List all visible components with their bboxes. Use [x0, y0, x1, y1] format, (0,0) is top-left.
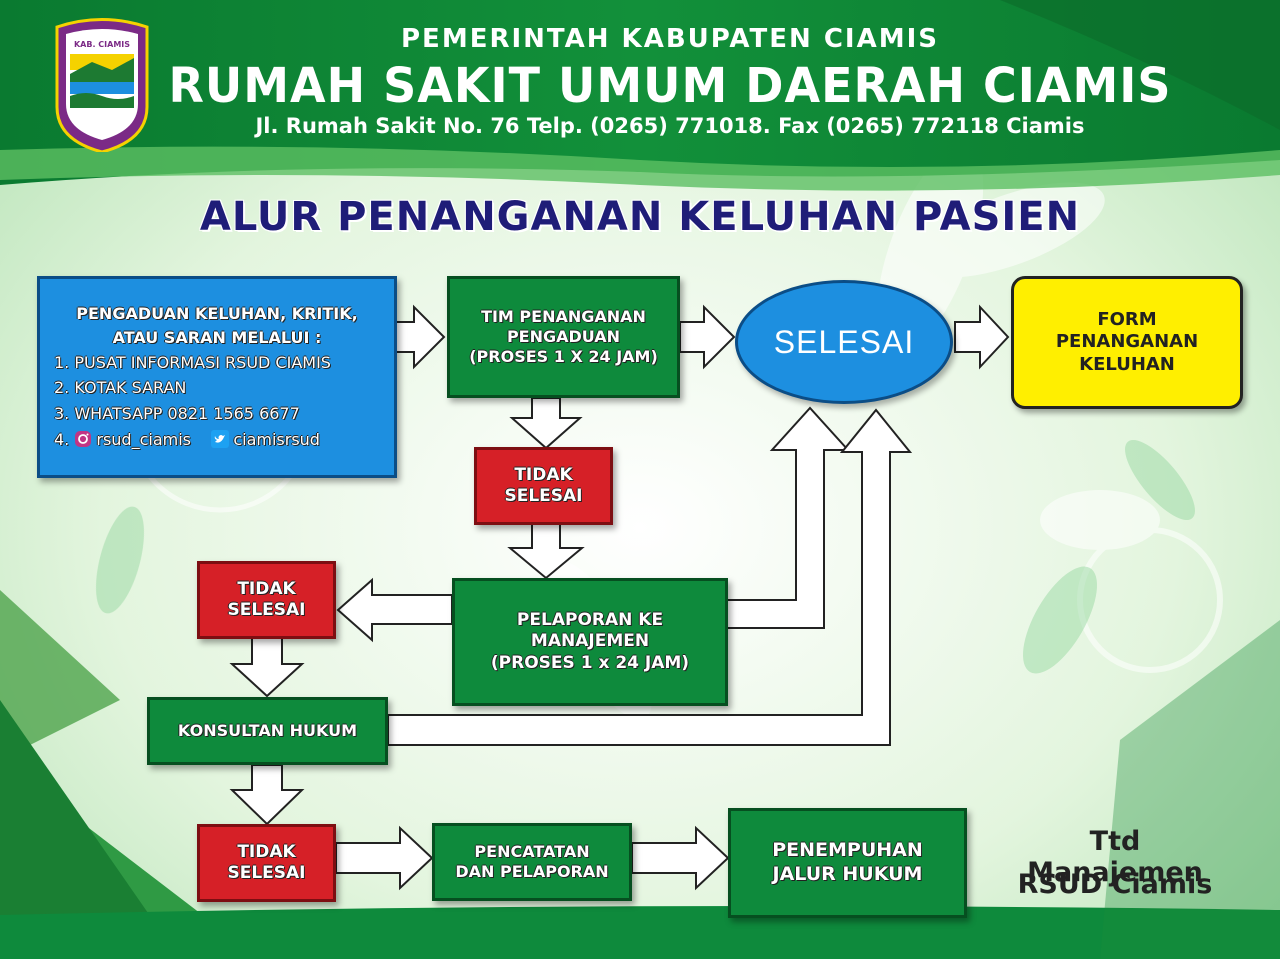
recording-reporting-line1: PENCATATAN	[474, 842, 590, 861]
complaint-team-line3: (PROSES 1 X 24 JAM)	[469, 347, 658, 366]
channel-item-4: 4. rsud_ciamis ciamisrsud	[54, 427, 320, 453]
arrow-pelaporan-to-selesai	[725, 406, 851, 629]
arrow-selesai-to-form	[954, 304, 1010, 370]
arrow-pencatatan-to-penempuhan	[631, 825, 730, 891]
channels-heading-line1: PENGADUAN KELUHAN, KRITIK,	[76, 303, 358, 323]
not-resolved-3-line1: TIDAK	[237, 841, 296, 862]
hospital-address: Jl. Rumah Sakit No. 76 Telp. (0265) 7710…	[255, 114, 1085, 138]
legal-route-line1: PENEMPUHAN	[772, 839, 923, 862]
not-resolved-1-line2: SELESAI	[504, 486, 583, 506]
management-report-line1: PELAPORAN KE	[516, 610, 664, 631]
arrow-tidak2-to-konsultan	[229, 637, 305, 698]
arrow-konsultan-to-selesai	[387, 408, 913, 746]
complaint-team-box: TIM PENANGANAN PENGADUAN (PROSES 1 X 24 …	[447, 276, 680, 398]
signature-line1: Ttd Manajemen	[1027, 826, 1203, 888]
arrow-pelaporan-to-tidak2	[336, 577, 453, 643]
instagram-icon	[75, 430, 92, 447]
complaint-form-line3: KELUHAN	[1079, 353, 1175, 375]
arrow-tim-to-selesai	[679, 304, 736, 370]
recording-reporting-line2: DAN PELAPORAN	[455, 862, 609, 881]
complaint-channels-box: PENGADUAN KELUHAN, KRITIK, ATAU SARAN ME…	[37, 276, 397, 478]
svg-text:KAB. CIAMIS: KAB. CIAMIS	[74, 40, 130, 49]
arrow-source-to-tim	[395, 304, 446, 370]
channel-item-1: 1. PUSAT INFORMASI RSUD CIAMIS	[54, 352, 331, 372]
arrow-tidak1-to-pelaporan	[507, 523, 585, 580]
complaint-form-line2: PENANGANAN	[1055, 331, 1199, 353]
selesai-node: SELESAI	[735, 280, 953, 404]
not-resolved-2-line1: TIDAK	[237, 578, 296, 599]
not-resolved-box-3: TIDAK SELESAI	[197, 824, 336, 902]
legal-consultant-label: KONSULTAN HUKUM	[177, 721, 358, 740]
arrow-tidak3-to-pencatatan	[335, 825, 434, 891]
instagram-handle: rsud_ciamis	[96, 429, 191, 449]
channel-item-2: 2. KOTAK SARAN	[54, 378, 187, 398]
legal-route-line2: JALUR HUKUM	[772, 863, 923, 885]
complaint-form-line1: FORM	[1097, 308, 1157, 330]
channel-item-3: 3. WHATSAPP 0821 1565 6677	[54, 404, 300, 423]
channel-item-4-prefix: 4.	[54, 429, 70, 449]
not-resolved-1-line1: TIDAK	[514, 464, 573, 485]
complaint-team-line1: TIM PENANGANAN	[481, 307, 646, 326]
not-resolved-box-2: TIDAK SELESAI	[197, 561, 336, 639]
page-title: ALUR PENANGANAN KELUHAN PASIEN	[199, 194, 1081, 240]
arrow-konsultan-to-tidak3	[229, 764, 305, 826]
complaint-team-line2: PENGADUAN	[506, 327, 621, 346]
signature-line2: RSUD Ciamis	[1017, 869, 1213, 900]
legal-route-box: PENEMPUHAN JALUR HUKUM	[728, 808, 967, 918]
management-report-line2: MANAJEMEN	[530, 631, 650, 652]
channels-heading-line2: ATAU SARAN MELALUI :	[112, 327, 322, 347]
recording-reporting-box: PENCATATAN DAN PELAPORAN	[432, 823, 632, 901]
government-name: PEMERINTAH KABUPATEN CIAMIS	[401, 24, 939, 54]
arrow-tim-to-tidak1	[509, 397, 583, 450]
ciamis-regency-logo: KAB. CIAMIS	[55, 18, 149, 152]
hospital-name: RUMAH SAKIT UMUM DAERAH CIAMIS	[168, 56, 1172, 114]
twitter-icon	[211, 429, 230, 448]
not-resolved-2-line2: SELESAI	[227, 600, 306, 620]
management-report-box: PELAPORAN KE MANAJEMEN (PROSES 1 x 24 JA…	[452, 578, 728, 706]
complaint-form-box: FORM PENANGANAN KELUHAN	[1011, 276, 1243, 409]
management-report-line3: (PROSES 1 x 24 JAM)	[490, 652, 690, 673]
not-resolved-box-1: TIDAK SELESAI	[474, 447, 613, 525]
not-resolved-3-line2: SELESAI	[227, 863, 306, 883]
legal-consultant-box: KONSULTAN HUKUM	[147, 697, 388, 765]
twitter-handle: ciamisrsud	[233, 429, 320, 449]
